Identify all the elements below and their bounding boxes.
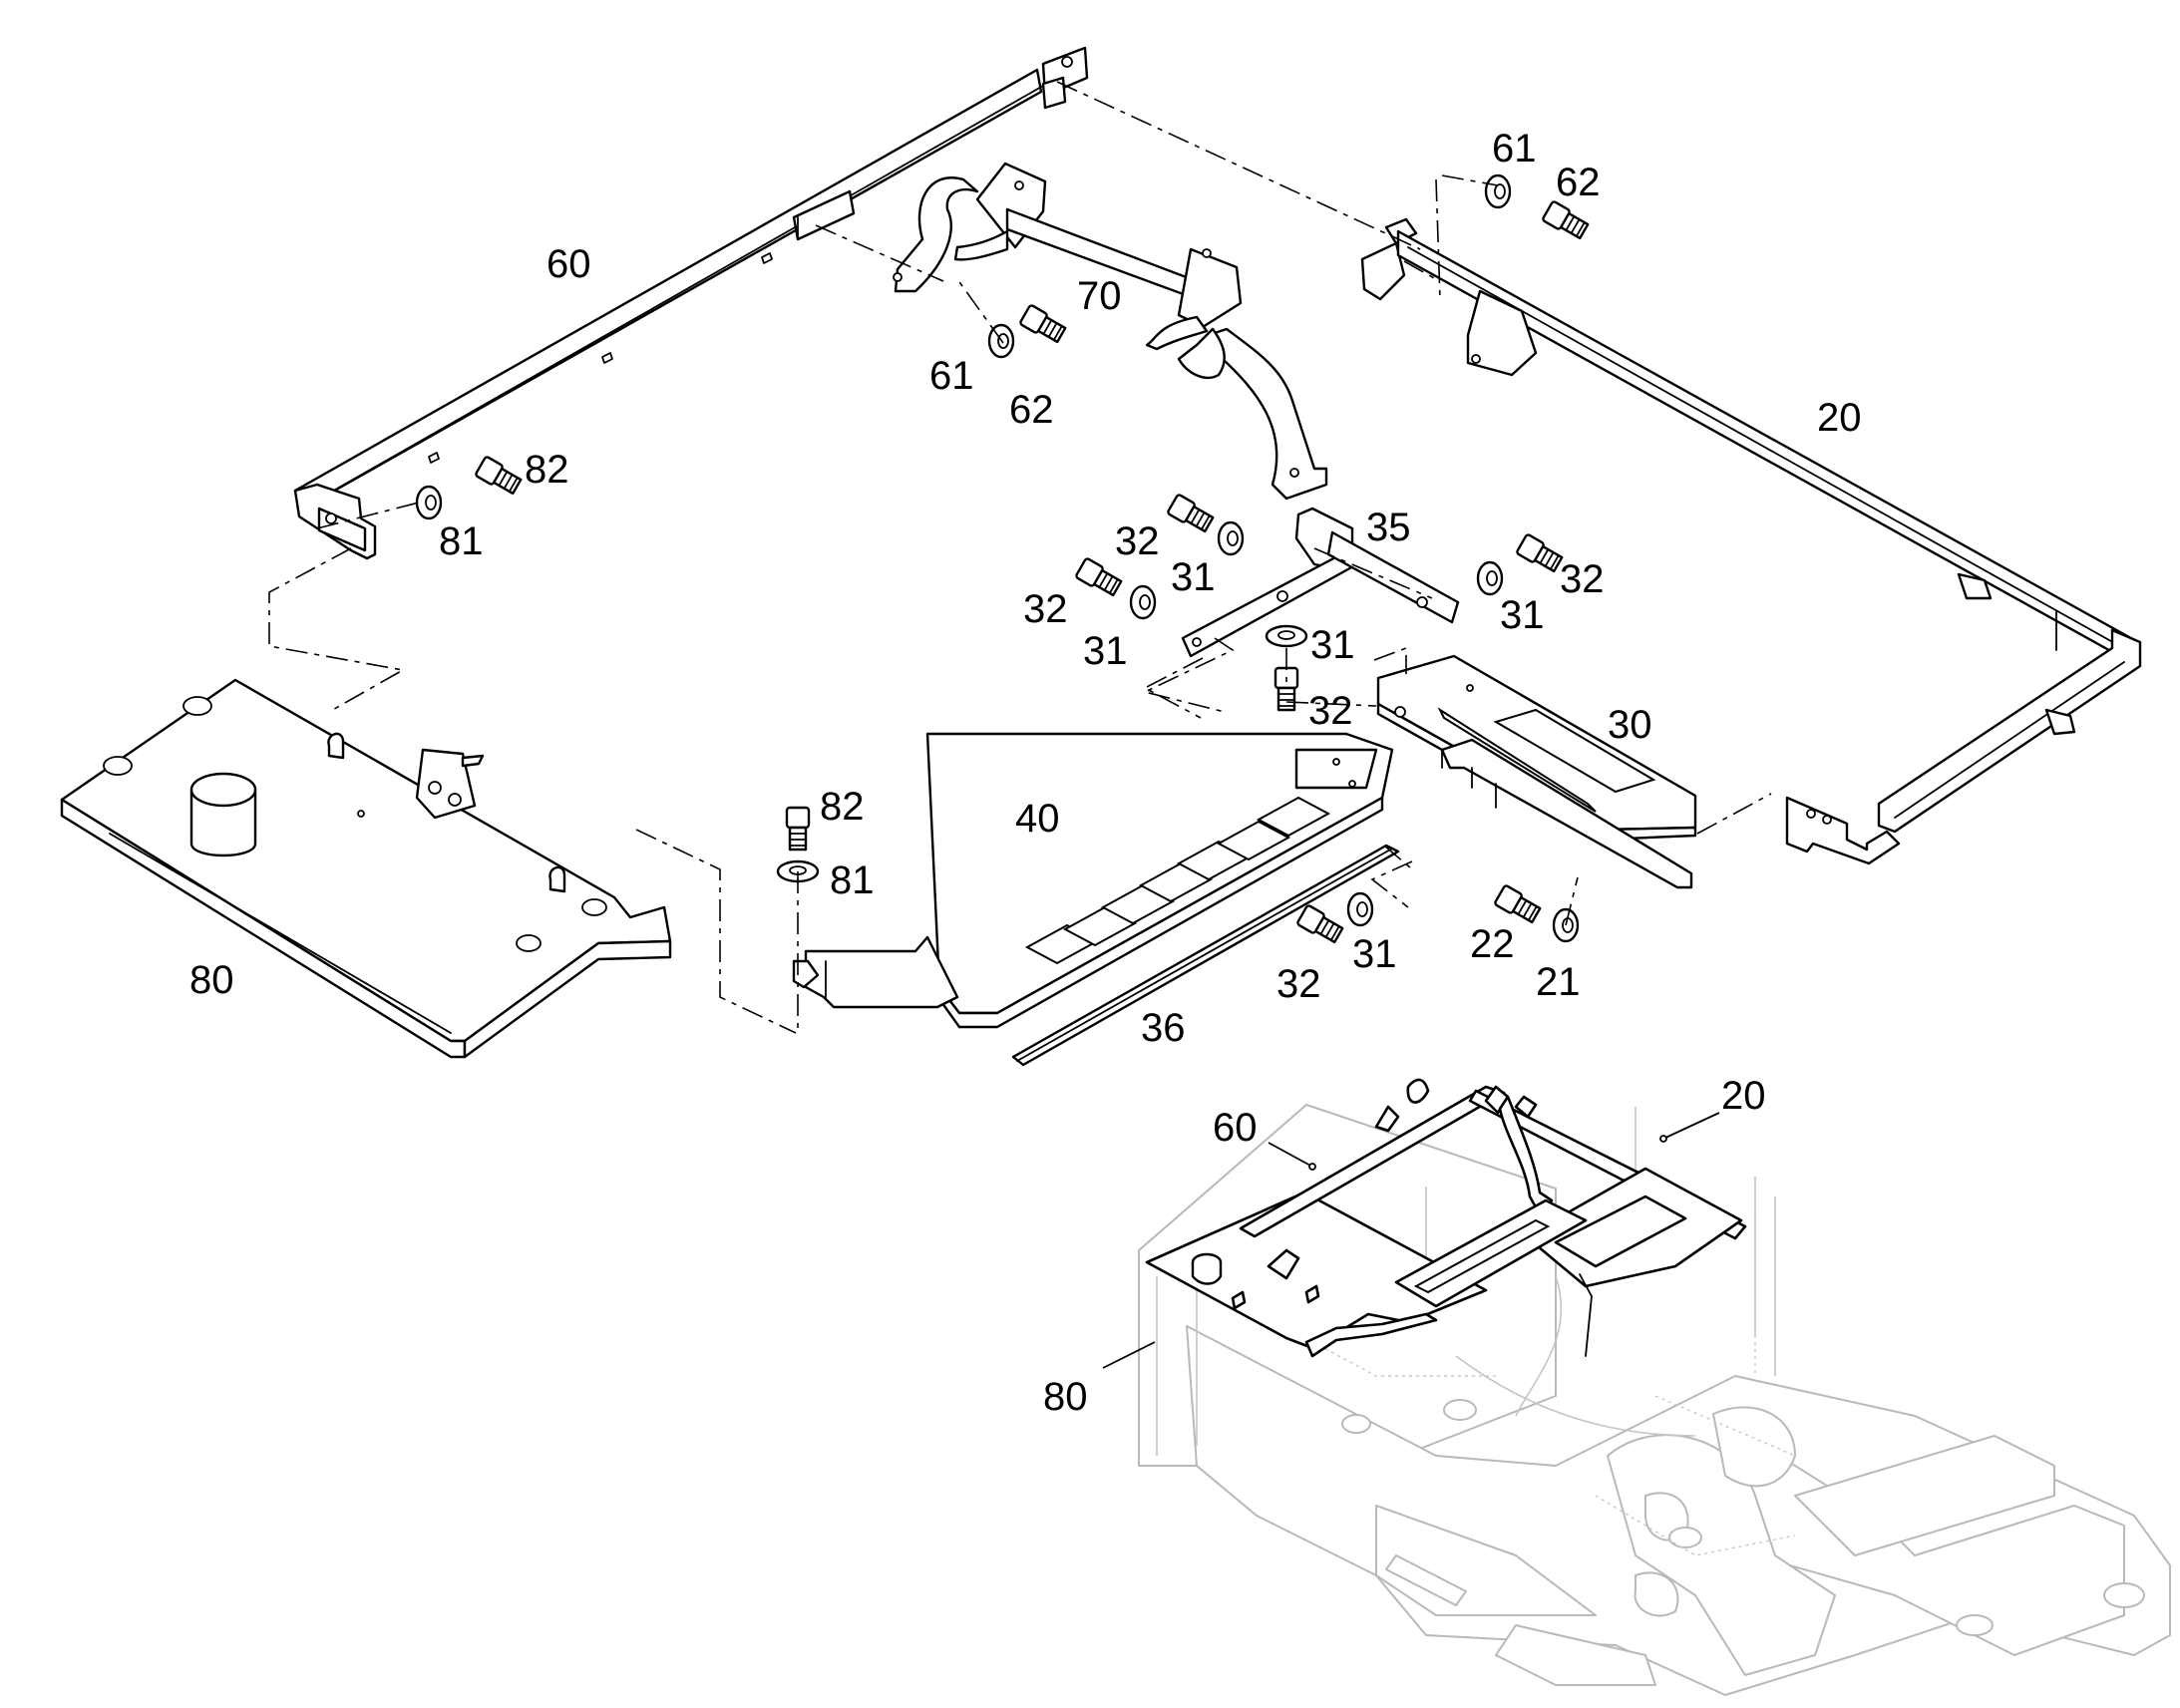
washer-81-left bbox=[415, 485, 443, 520]
callout-31: 31 bbox=[1352, 932, 1397, 976]
callout-32: 32 bbox=[1308, 689, 1353, 733]
callout-30: 30 bbox=[1608, 703, 1652, 747]
floor-plate-part-80 bbox=[60, 678, 672, 1059]
callout-32: 32 bbox=[1560, 557, 1605, 601]
bolt-32-b bbox=[1074, 556, 1124, 599]
callout-35: 35 bbox=[1366, 506, 1411, 549]
plate-part-35 bbox=[1181, 507, 1460, 658]
assembly-lines bbox=[268, 81, 1772, 1034]
bracket-part-70 bbox=[893, 162, 1328, 501]
callout-31: 31 bbox=[1083, 629, 1128, 673]
callout-32: 32 bbox=[1276, 962, 1321, 1006]
bolt-32-c bbox=[1515, 532, 1565, 575]
callout-81: 81 bbox=[830, 858, 875, 902]
bolt-62-right bbox=[1541, 199, 1591, 242]
callout-82: 82 bbox=[820, 785, 865, 829]
washer-31-b bbox=[1129, 584, 1157, 620]
callout-70: 70 bbox=[1077, 274, 1122, 318]
callout-32: 32 bbox=[1023, 587, 1068, 631]
overview-callout-60: 60 bbox=[1213, 1106, 1258, 1150]
callout-31: 31 bbox=[1500, 593, 1545, 637]
overview-callout-80: 80 bbox=[1043, 1375, 1088, 1419]
bolt-32-e bbox=[1295, 903, 1345, 946]
callout-21: 21 bbox=[1536, 960, 1581, 1004]
callout-labels: 60 70 61 62 61 62 20 82 81 35 32 31 32 3… bbox=[189, 127, 1862, 1050]
rail-part-30 bbox=[1376, 654, 1697, 889]
strip-part-36 bbox=[1011, 844, 1400, 1067]
callout-60: 60 bbox=[546, 242, 591, 286]
callout-80: 80 bbox=[189, 958, 234, 1002]
callout-36: 36 bbox=[1141, 1006, 1186, 1050]
washer-31-e bbox=[1346, 891, 1374, 927]
callout-40: 40 bbox=[1015, 797, 1060, 841]
bolt-82-left bbox=[474, 455, 524, 498]
washer-31-c bbox=[1476, 560, 1504, 596]
callout-22: 22 bbox=[1470, 922, 1515, 966]
rail-part-60 bbox=[293, 46, 1089, 560]
bolt-82-bottom bbox=[785, 806, 811, 852]
callout-62: 62 bbox=[1556, 161, 1601, 204]
callout-61: 61 bbox=[929, 354, 974, 398]
callout-31: 31 bbox=[1171, 555, 1216, 599]
machine-overview: 60 20 80 bbox=[1043, 1074, 2171, 1696]
bolt-22 bbox=[1493, 883, 1543, 926]
callout-82: 82 bbox=[525, 448, 569, 492]
washer-31-a bbox=[1217, 520, 1245, 556]
bolt-62-top bbox=[1018, 303, 1068, 346]
frame-part-20 bbox=[1360, 217, 2142, 865]
callout-62: 62 bbox=[1009, 388, 1054, 432]
bolt-32-d bbox=[1273, 666, 1299, 712]
callout-31: 31 bbox=[1310, 623, 1355, 667]
bolt-32-a bbox=[1166, 493, 1216, 535]
callout-32: 32 bbox=[1115, 519, 1160, 563]
washer-61-right bbox=[1484, 173, 1512, 209]
overview-callout-20: 20 bbox=[1721, 1074, 1766, 1118]
callout-20: 20 bbox=[1817, 396, 1862, 440]
cover-part-40 bbox=[792, 732, 1394, 1029]
callout-81: 81 bbox=[439, 519, 484, 563]
callout-61: 61 bbox=[1492, 127, 1537, 171]
washer-31-d bbox=[1265, 624, 1308, 648]
